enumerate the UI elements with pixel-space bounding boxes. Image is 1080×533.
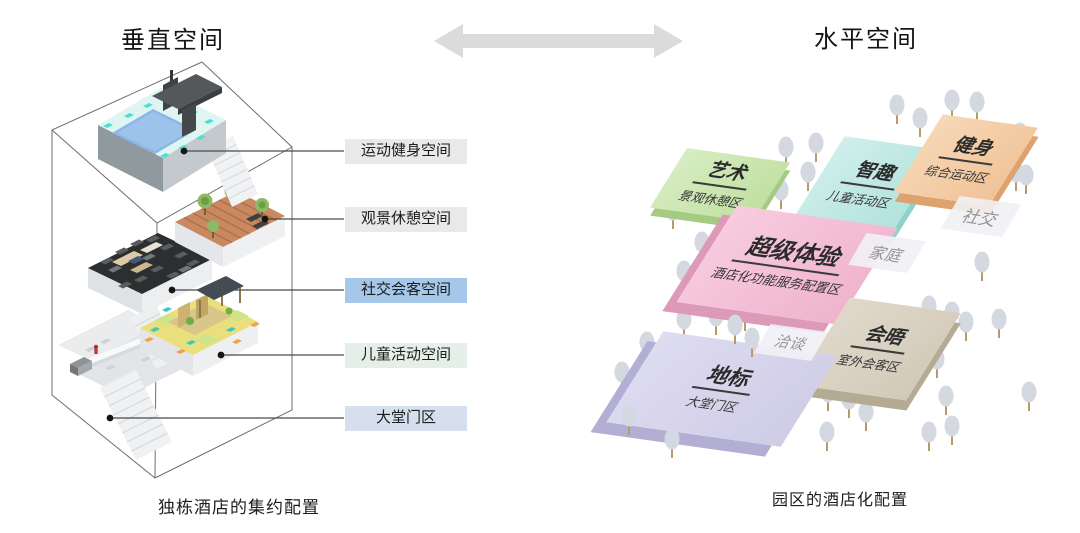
kids-level [140, 276, 260, 376]
double-arrow-icon [434, 24, 683, 58]
label-social-meeting-space: 社交会客空间 [345, 278, 467, 303]
label-lobby-gate-area: 大堂门区 [345, 406, 467, 431]
zone-title: 会晤 [850, 323, 919, 355]
zone-subtitle: 大堂门区 [683, 394, 741, 415]
zone-title: 地标 [691, 361, 766, 396]
leader-lines [110, 150, 344, 419]
pool-level [98, 70, 258, 207]
right-title: 水平空间 [814, 27, 918, 53]
social-level [88, 233, 212, 314]
label-sports-fitness-space: 运动健身空间 [345, 139, 467, 164]
zone-title: 健身 [938, 134, 1007, 166]
left-title: 垂直空间 [121, 28, 225, 54]
label-viewing-rest-space: 观景休憩空间 [345, 207, 467, 232]
zone-title: 艺术 [692, 159, 761, 191]
left-caption: 独栋酒店的集约配置 [158, 498, 320, 517]
right-caption: 园区的酒店化配置 [772, 492, 909, 509]
building-illustration [51, 61, 344, 479]
leader-dots [106, 147, 269, 422]
label-children-activity-space: 儿童活动空间 [345, 343, 467, 368]
